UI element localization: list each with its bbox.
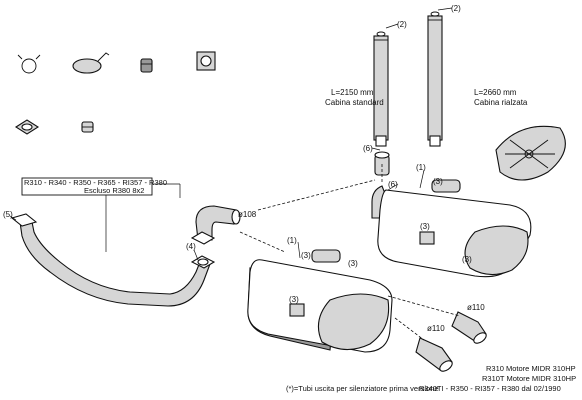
callout-3-upper-top: (3) — [433, 177, 443, 186]
silencer-lower — [247, 249, 393, 353]
rain-cap-part — [72, 52, 110, 74]
leader-lines — [9, 7, 453, 261]
front-exhaust-pipe — [10, 213, 216, 307]
callout-4: (4) — [186, 242, 196, 251]
callout-3-upper-mid: (3) — [420, 222, 430, 231]
model-box — [21, 177, 181, 252]
callout-2-raised: (2) — [451, 4, 461, 13]
notes-line3: R340TI - R350 - RI357 - R380 dal 02/1990 — [419, 384, 561, 393]
sleeve-part — [81, 121, 94, 133]
pipe-raised-length: L=2660 mm — [474, 88, 517, 97]
heat-shield-guard — [495, 125, 566, 181]
silencer-upper — [377, 179, 532, 278]
pipe-raised-cab: Cabina rialzata — [474, 98, 528, 107]
square-gasket-part — [196, 51, 216, 71]
notes-line1: R310 Motore MIDR 310HP — [486, 364, 576, 373]
callout-1-upper: (1) — [416, 163, 426, 172]
callout-3-upper-right: (3) — [462, 255, 472, 264]
model-box-line2: Escluso R380 8x2 — [84, 186, 144, 195]
callout-6-top: (6) — [363, 144, 373, 153]
diameter-108: ø108 — [238, 210, 257, 219]
diameter-110-lower: ø110 — [427, 324, 445, 333]
callout-1-lower: (1) — [287, 236, 297, 245]
flange-gasket-part — [14, 119, 40, 135]
notes-line2: R310T Motore MIDR 310HP — [482, 374, 576, 383]
diameter-110-upper: ø110 — [467, 303, 485, 312]
pipe-standard-cab: Cabina standard — [325, 98, 384, 107]
callout-3-lower-right: (3) — [348, 259, 358, 268]
callout-2-standard: (2) — [397, 20, 407, 29]
callout-6-elbow: (6) — [388, 180, 398, 189]
rubber-mount-part — [140, 58, 153, 73]
clamp-ring-part — [17, 54, 41, 74]
outlet-pipe-lower — [415, 337, 453, 372]
model-box-line1: R310 - R340 - R350 - R365 - RI357 - R380 — [24, 178, 167, 187]
callout-3-lower-mid: (3) — [289, 295, 299, 304]
stack-pipe-standard — [373, 31, 389, 147]
pipe-standard-length: L=2150 mm — [331, 88, 374, 97]
outlet-pipe-upper — [451, 311, 487, 344]
assembly-lines — [239, 164, 461, 341]
footnote: (*)=Tubi uscita per silenziatore prima v… — [286, 384, 439, 393]
callout-5: (5) — [3, 210, 13, 219]
stack-pipe-raised — [427, 11, 443, 147]
exhaust-elbow — [190, 205, 241, 245]
callout-3-lower-top: (3) — [301, 251, 311, 260]
